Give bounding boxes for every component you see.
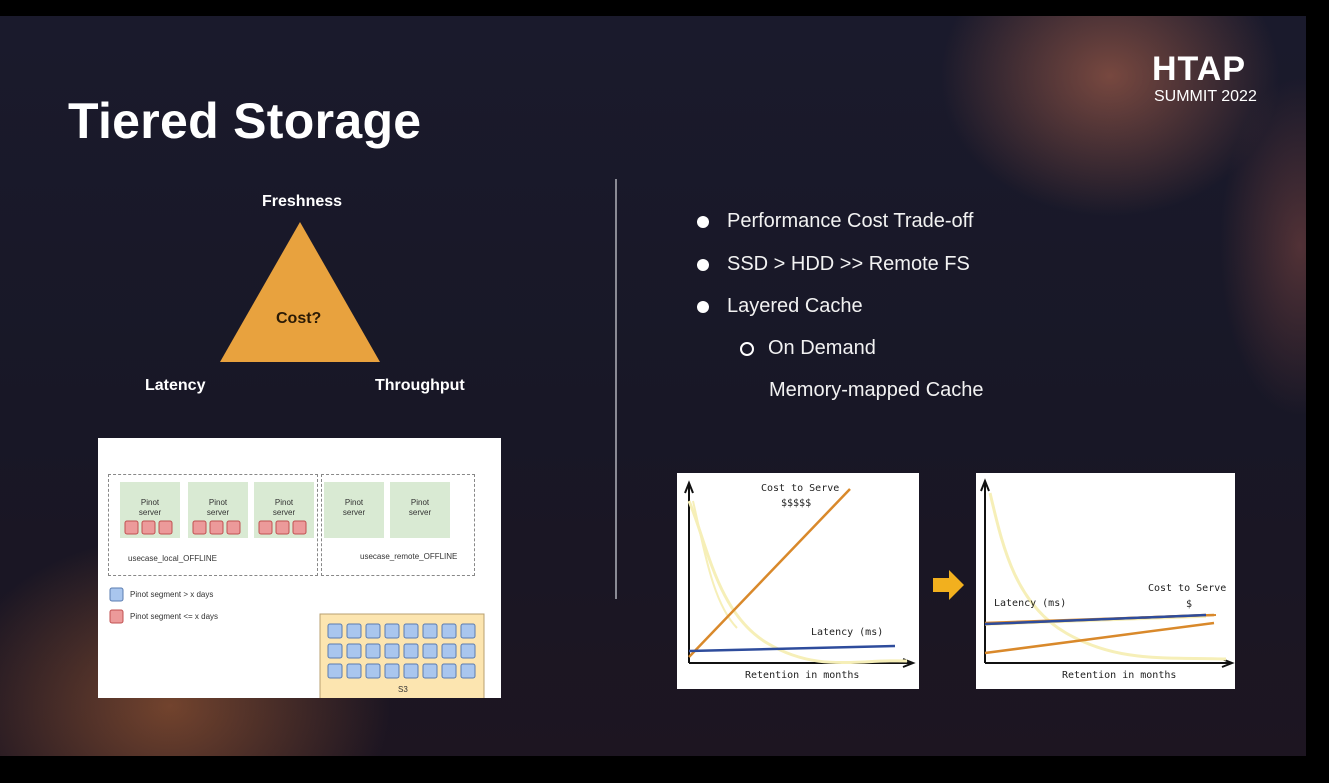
segment-blue [384,663,400,679]
segment-blue [327,643,343,659]
cost-marks: $$$$$ [781,498,812,509]
latency-label: Latency (ms) [994,598,1067,609]
segment-blue [460,623,476,639]
x-axis-label: Retention in months [1062,670,1177,681]
architecture-diagram: Pinot server Pinot server Pinot server P… [98,438,501,698]
segment-blue [365,663,381,679]
segment-blue [422,643,438,659]
right-arrow-icon [933,570,964,600]
brand-logo: HTAP [1152,50,1247,88]
segment-blue [384,623,400,639]
triangle-left-label: Latency [145,377,206,394]
segment-blue [441,643,457,659]
bullet-dot-icon [697,215,709,228]
legend-blue-label: Pinot segment > x days [130,590,214,599]
segment-red [275,520,290,535]
segment-blue [327,663,343,679]
segment-blue [365,623,381,639]
cost-line-lower [984,621,1215,655]
slide: Tiered Storage HTAP SUMMIT 2022 Freshnes… [0,16,1306,756]
bullet-item: Layered Cache [697,295,863,318]
legend-red-label: Pinot segment <= x days [130,612,219,621]
triangle-center-label: Cost? [276,310,322,327]
segment-blue [441,623,457,639]
cost-triangle [220,222,380,362]
column-divider [615,179,617,599]
chart-after: Cost to Serve $ Latency (ms) Retention i… [976,473,1235,689]
segment-red [192,520,207,535]
segment-red [124,520,139,535]
segment-red [292,520,307,535]
chart-after-plot [980,478,1235,668]
cost-label: Cost to Serve [1148,583,1227,594]
segment-red [141,520,156,535]
triangle-top-label: Freshness [262,193,343,210]
remote-group [321,474,475,576]
freshness-curve [687,500,908,665]
brand-subtitle: SUMMIT 2022 [1154,88,1257,105]
triangle-right-label: Throughput [375,377,465,394]
bullet-dot-icon [697,300,709,313]
segment-blue [346,643,362,659]
slide-title: Tiered Storage [68,93,422,149]
cost-label: Cost to Serve [761,483,840,494]
segment-blue [422,663,438,679]
remote-group-label: usecase_remote_OFFLINE [360,552,458,561]
segment-blue [460,643,476,659]
segment-blue [346,663,362,679]
segment-red [209,520,224,535]
segment-blue [327,623,343,639]
segment-red [226,520,241,535]
segment-blue [460,663,476,679]
segment-blue [403,663,419,679]
segment-red [158,520,173,535]
freshness-curve [988,492,1227,661]
segment-blue [441,663,457,679]
segment-red [258,520,273,535]
y-axis-arrow-icon [980,478,990,492]
legend-swatch-blue [109,587,124,602]
y-axis-arrow-icon [684,480,694,494]
legend-swatch-red [109,609,124,624]
segment-blue [403,643,419,659]
chart-before-plot [684,480,916,668]
bullet-item: SSD > HDD >> Remote FS [697,253,970,276]
triangle-shape [220,222,380,362]
segment-blue [346,623,362,639]
latency-line [688,644,896,653]
latency-line [984,613,1207,626]
bullet-dot-icon [697,258,709,271]
segment-blue [422,623,438,639]
pinot-server: Pinot server [390,482,450,538]
segment-blue [365,643,381,659]
local-group-label: usecase_local_OFFLINE [128,554,217,563]
freshness-curve [692,500,738,629]
cost-line [688,488,851,658]
segment-grid [109,520,485,698]
cost-marks: $ [1186,599,1193,610]
x-axis-label: Retention in months [745,670,860,681]
segment-blue [384,643,400,659]
pinot-server: Pinot server [324,482,384,538]
sub-bullet-text: Memory-mapped Cache [769,379,984,401]
bullet-ring-icon [740,341,754,356]
chart-before: Cost to Serve $$$$$ Latency (ms) Retenti… [677,473,919,689]
sub-bullet-item: On Demand [740,337,876,360]
local-group [108,474,318,576]
s3-label: S3 [398,685,408,694]
latency-label: Latency (ms) [811,627,884,638]
segment-blue [403,623,419,639]
bullet-item: Performance Cost Trade-off [697,210,973,233]
